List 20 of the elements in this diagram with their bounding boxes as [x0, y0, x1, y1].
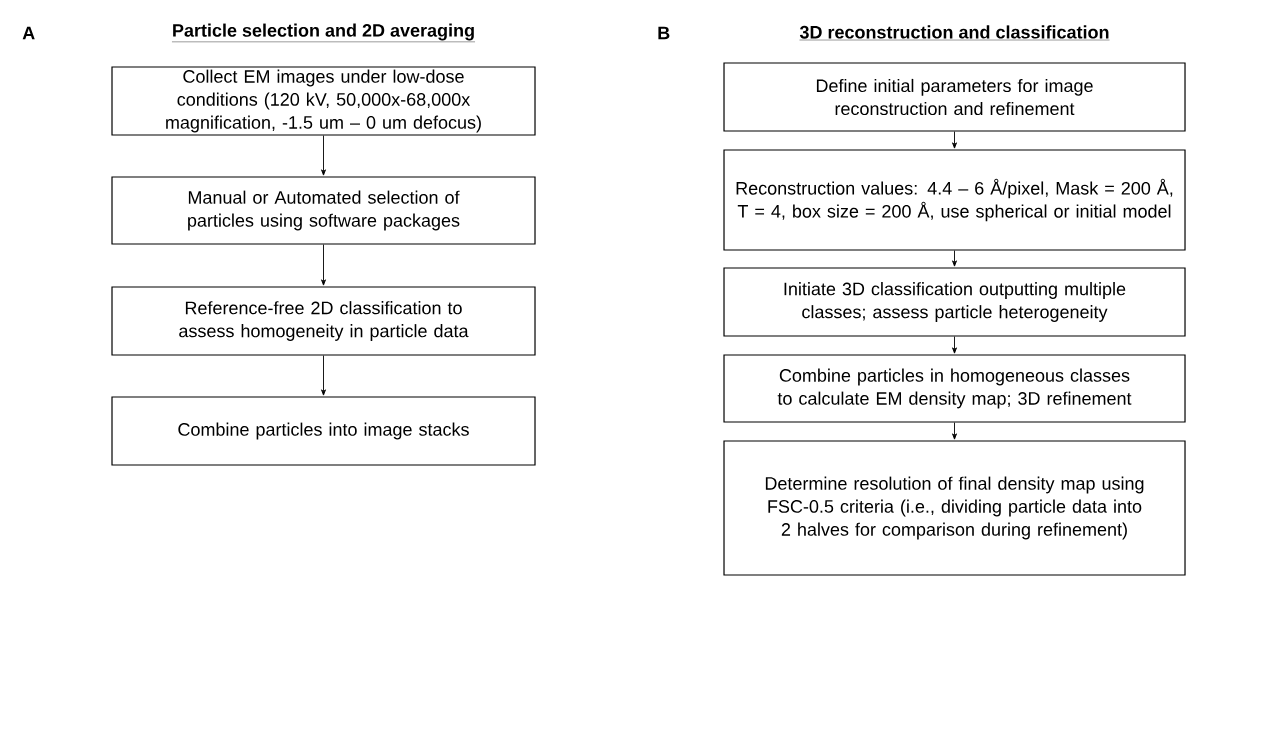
arrow	[952, 131, 957, 149]
panel-letter: A	[22, 26, 35, 40]
panel-heading: 3D reconstruction and classification	[799, 25, 1110, 41]
process-box: Reference-free 2D classification to assess homogeneity in particle data	[111, 286, 536, 356]
process-box: Reconstruction values: 4.4 – 6 Å/pixel, Mask = 200 Å, T = 4, box size = 200 Å, use spherical or initial model	[723, 149, 1186, 251]
process-box: Initiate 3D classification outputting multiple classes; assess particle heterogeneity	[723, 267, 1186, 337]
process-box: Determine resolution of final density map using FSC-0.5 criteria (i.e., dividing particle data into 2 halves for comparison during refinement)	[723, 440, 1186, 576]
process-box: Combine particles into image stacks	[111, 396, 536, 466]
arrow	[321, 135, 326, 176]
arrow	[952, 250, 957, 267]
process-box: Combine particles in homogeneous classes to calculate EM density map; 3D refinement	[723, 354, 1186, 423]
process-box: Manual or Automated selection of particles using software packages	[111, 176, 536, 245]
arrow	[321, 244, 326, 286]
arrow	[321, 355, 326, 396]
arrow	[952, 336, 957, 354]
process-box: Collect EM images under low-dose conditions (120 kV, 50,000x-68,000x magnification, -1.5 um – 0 um defocus)	[111, 66, 536, 136]
process-box: Define initial parameters for image reconstruction and refinement	[723, 62, 1186, 132]
panel-letter: B	[658, 26, 670, 40]
panel-heading: Particle selection and 2D averaging	[171, 23, 476, 43]
arrow	[952, 422, 957, 440]
